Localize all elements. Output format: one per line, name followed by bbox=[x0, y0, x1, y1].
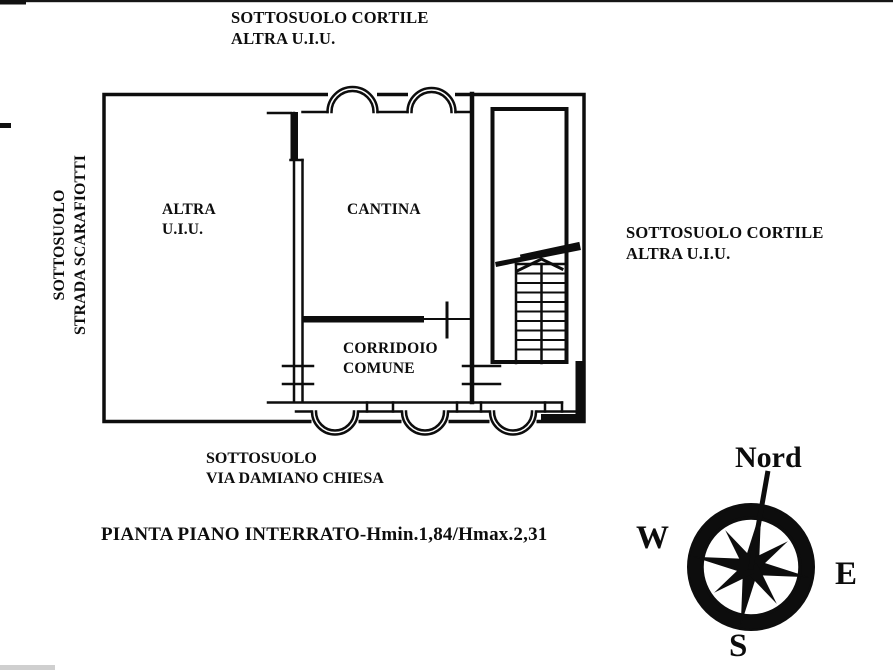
compass-label-west: W bbox=[636, 520, 669, 556]
annotation-line: VIA DAMIANO CHIESA bbox=[206, 469, 384, 487]
compass-inner-ring bbox=[700, 516, 802, 618]
annotation-line: STRADA SCARAFIOTTI bbox=[72, 154, 89, 336]
annotation-line: SOTTOSUOLO bbox=[206, 450, 317, 467]
stair-direction-arrow bbox=[514, 257, 565, 274]
stair-treads bbox=[515, 272, 567, 351]
compass-tick-ring bbox=[689, 505, 813, 629]
plan-caption: PIANTA PIANO INTERRATO-Hmin.1,84/Hmax.2,… bbox=[101, 524, 548, 545]
cantina-corridor-divider bbox=[303, 301, 473, 339]
annotation-line: SOTTOSUOLO bbox=[51, 189, 68, 301]
compass-label-south: S bbox=[729, 628, 748, 664]
compass-label-east: E bbox=[835, 556, 858, 592]
annotation-line: ALTRA U.I.U. bbox=[626, 244, 731, 263]
top-arch-openings bbox=[326, 85, 457, 114]
annotation-line: SOTTOSUOLO CORTILE bbox=[626, 223, 824, 242]
stair-cut-line bbox=[495, 245, 581, 267]
compass-label-north: Nord bbox=[735, 441, 802, 474]
room-label-line: U.I.U. bbox=[162, 221, 204, 238]
stairwell-wall bbox=[490, 107, 569, 364]
annotation-bottom-street: SOTTOSUOLO VIA DAMIANO CHIESA bbox=[206, 449, 384, 488]
compass-outer-ring bbox=[687, 503, 815, 631]
compass-rose bbox=[687, 470, 815, 631]
annotation-top-courtyard: SOTTOSUOLO CORTILE ALTRA U.I.U. bbox=[231, 7, 429, 49]
staircase bbox=[490, 107, 581, 365]
room-label-corridoio-comune: CORRIDOIO COMUNE bbox=[343, 339, 438, 379]
annotation-right-courtyard: SOTTOSUOLO CORTILE ALTRA U.I.U. bbox=[626, 222, 824, 264]
interior-walls bbox=[266, 91, 585, 422]
bottom-arch-openings bbox=[310, 410, 538, 436]
annotation-line: SOTTOSUOLO CORTILE bbox=[231, 8, 429, 27]
annotation-left-street: SOTTOSUOLO STRADA SCARAFIOTTI bbox=[49, 145, 93, 345]
room-label-line: ALTRA bbox=[162, 201, 216, 218]
room-label-cantina: CANTINA bbox=[347, 201, 421, 218]
room-label-line: COMUNE bbox=[343, 360, 415, 377]
annotation-line: ALTRA U.I.U. bbox=[231, 29, 336, 48]
room-label-altra-uiu: ALTRA U.I.U. bbox=[162, 200, 216, 240]
room-label-line: CORRIDOIO bbox=[343, 340, 438, 357]
north-needle bbox=[748, 470, 771, 570]
compass-star bbox=[692, 508, 810, 626]
